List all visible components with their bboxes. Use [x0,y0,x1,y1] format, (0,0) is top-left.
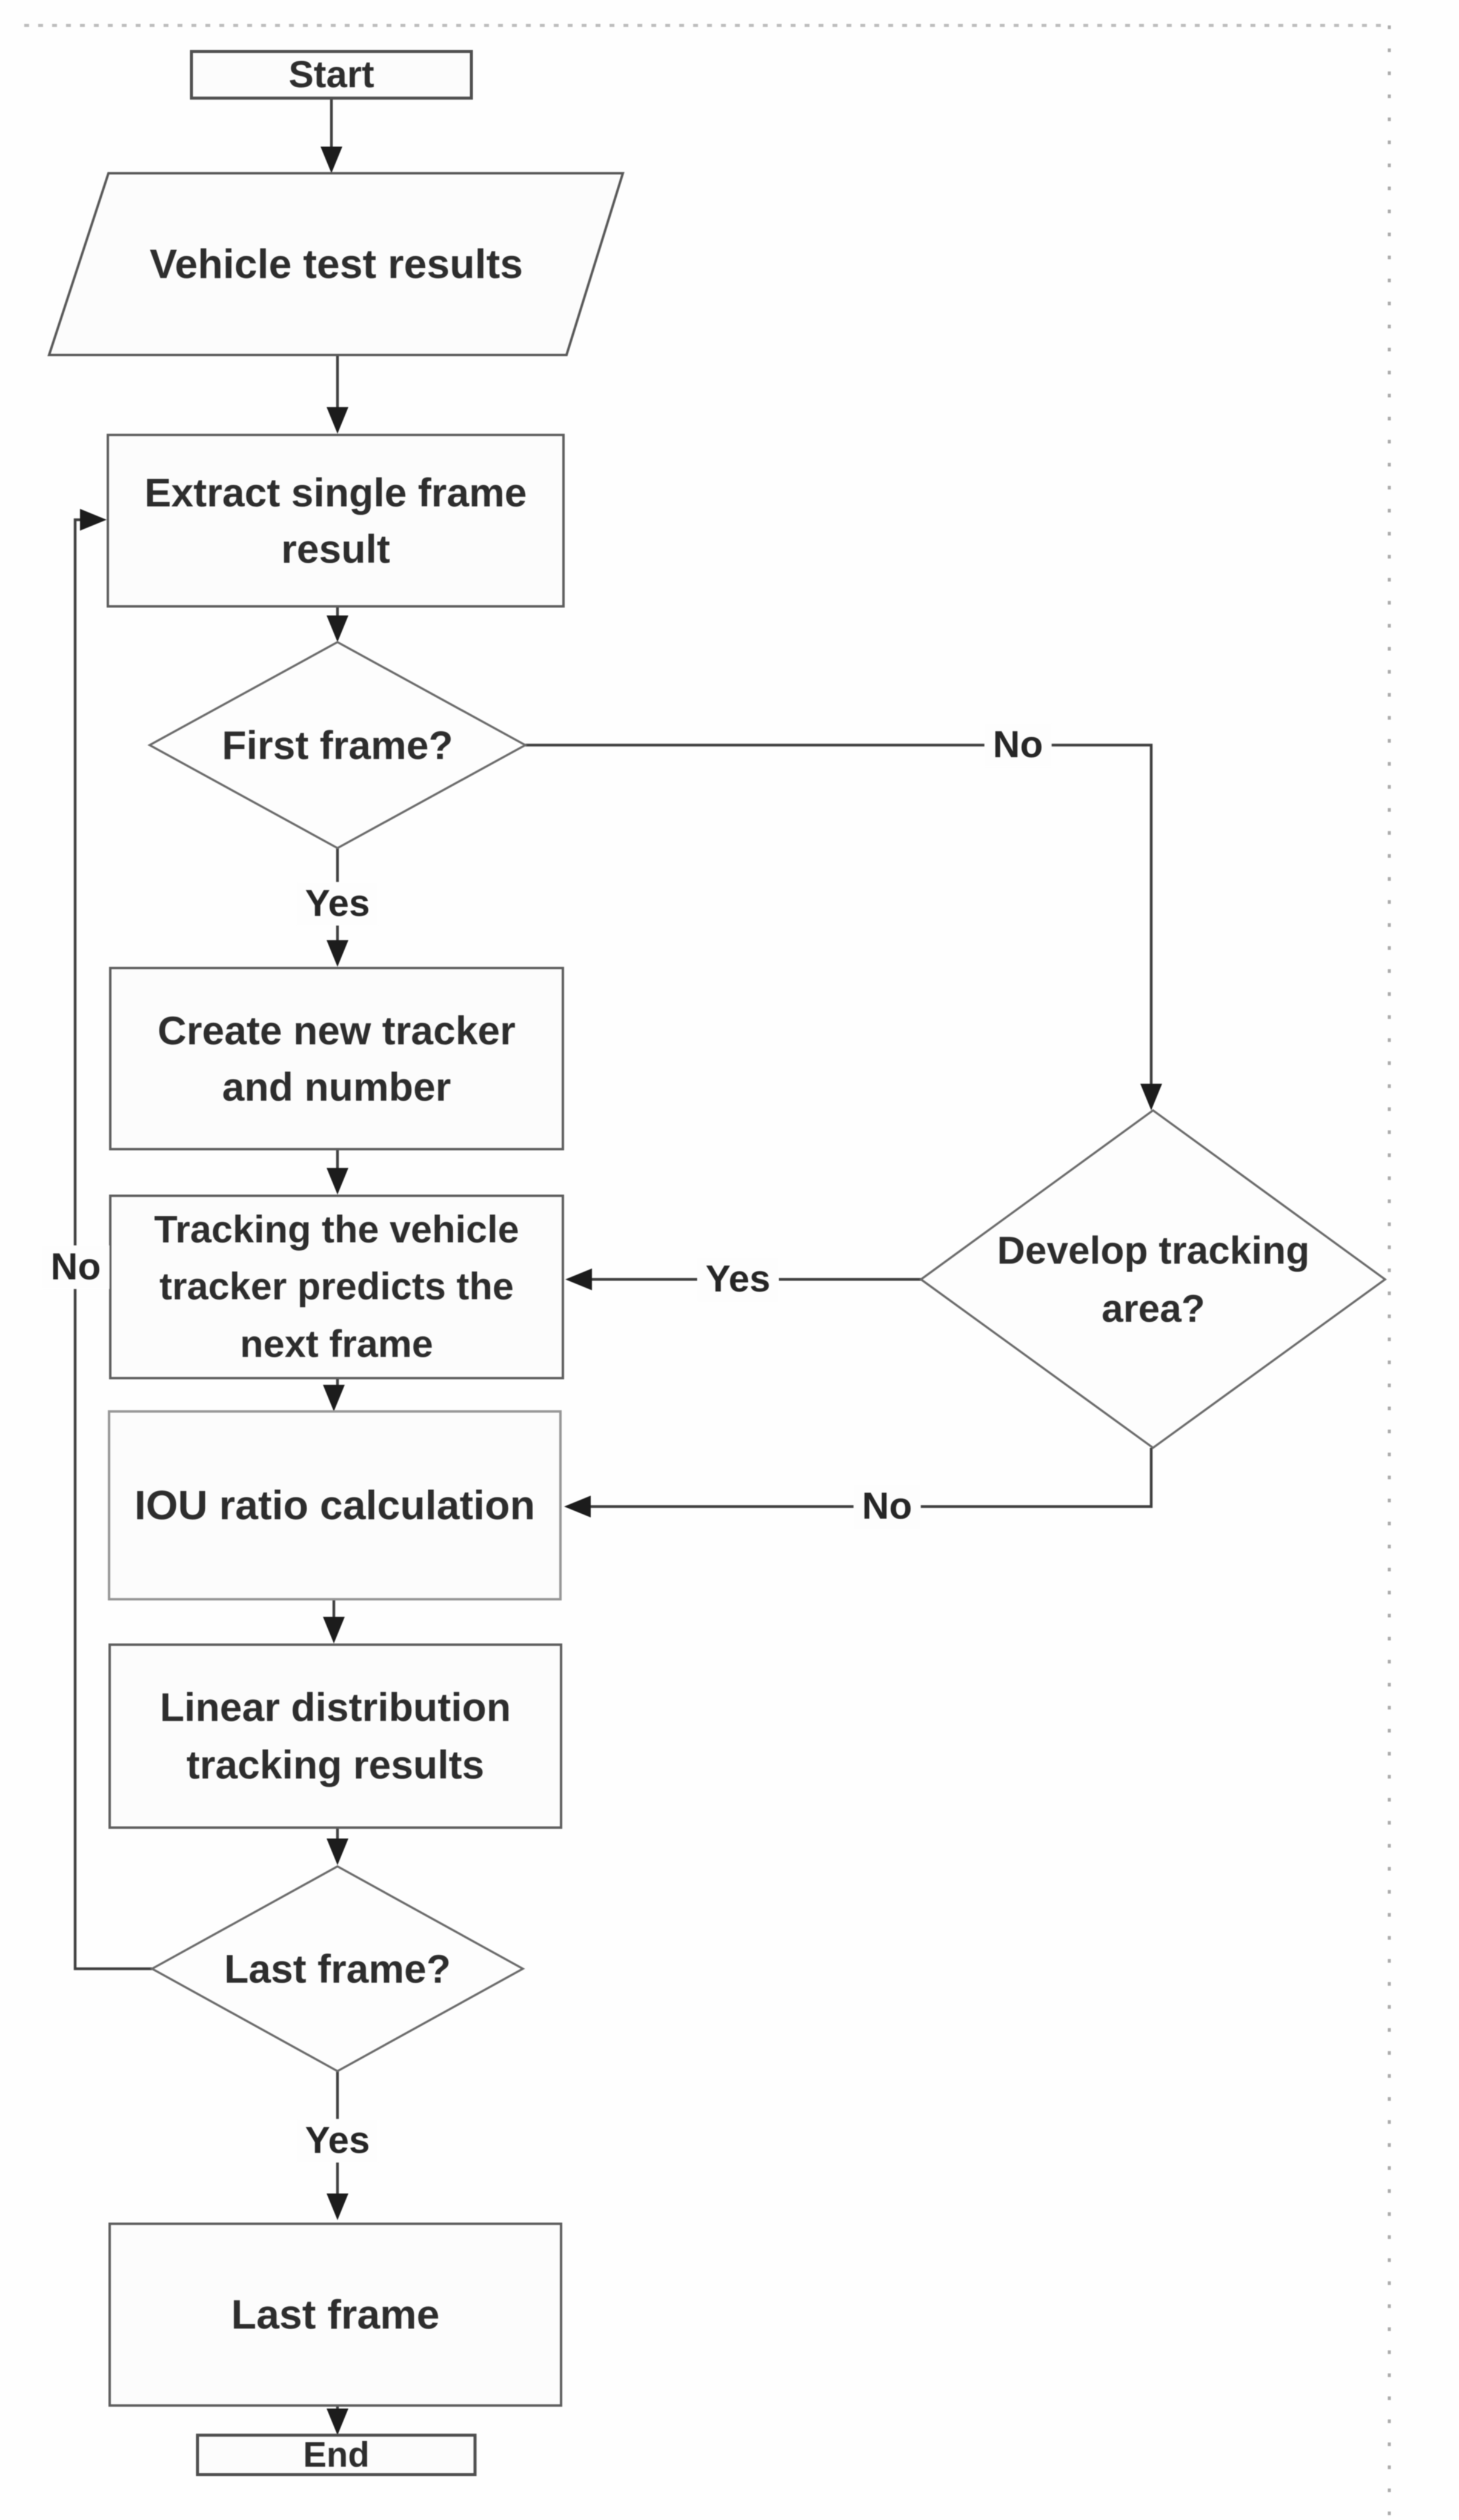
create-new-tracker-node-shape [109,967,564,1150]
arrowhead-down-icon [327,407,348,434]
arrowhead-right-icon [80,509,107,531]
iou-ratio-calculation-node-shape [108,1410,562,1600]
extract-single-frame-node-shape [107,434,565,608]
arrowhead-down-icon [323,1617,345,1643]
last-frame-decision-shape [150,1865,525,2072]
vehicle-test-results-node-shape [47,172,625,356]
last-frame-node-shape [108,2223,562,2407]
arrowhead-left-icon [564,1496,591,1517]
edge-lastframe-no-loop [73,518,152,1971]
arrowhead-down-icon [321,147,342,173]
arrowhead-down-icon [327,2409,348,2435]
arrowhead-left-icon [565,1268,592,1290]
develop-tracking-area-decision-shape [919,1109,1387,1450]
arrowhead-down-icon [327,2193,348,2220]
arrowhead-down-icon [327,940,348,967]
edge-develop-no [588,1448,1153,1508]
tracking-vehicle-node-shape [109,1195,564,1379]
arrowhead-down-icon [327,1839,348,1865]
arrowhead-down-icon [327,1168,348,1195]
arrowhead-down-icon [327,615,348,642]
start-node-shape [190,50,473,100]
first-frame-decision-shape [147,641,528,849]
arrowhead-down-icon [1140,1084,1162,1110]
end-node-shape [196,2433,477,2476]
edge-firstframe-no [525,743,1153,1089]
linear-distribution-node-shape [108,1643,562,1829]
arrowhead-down-icon [323,1385,345,1411]
